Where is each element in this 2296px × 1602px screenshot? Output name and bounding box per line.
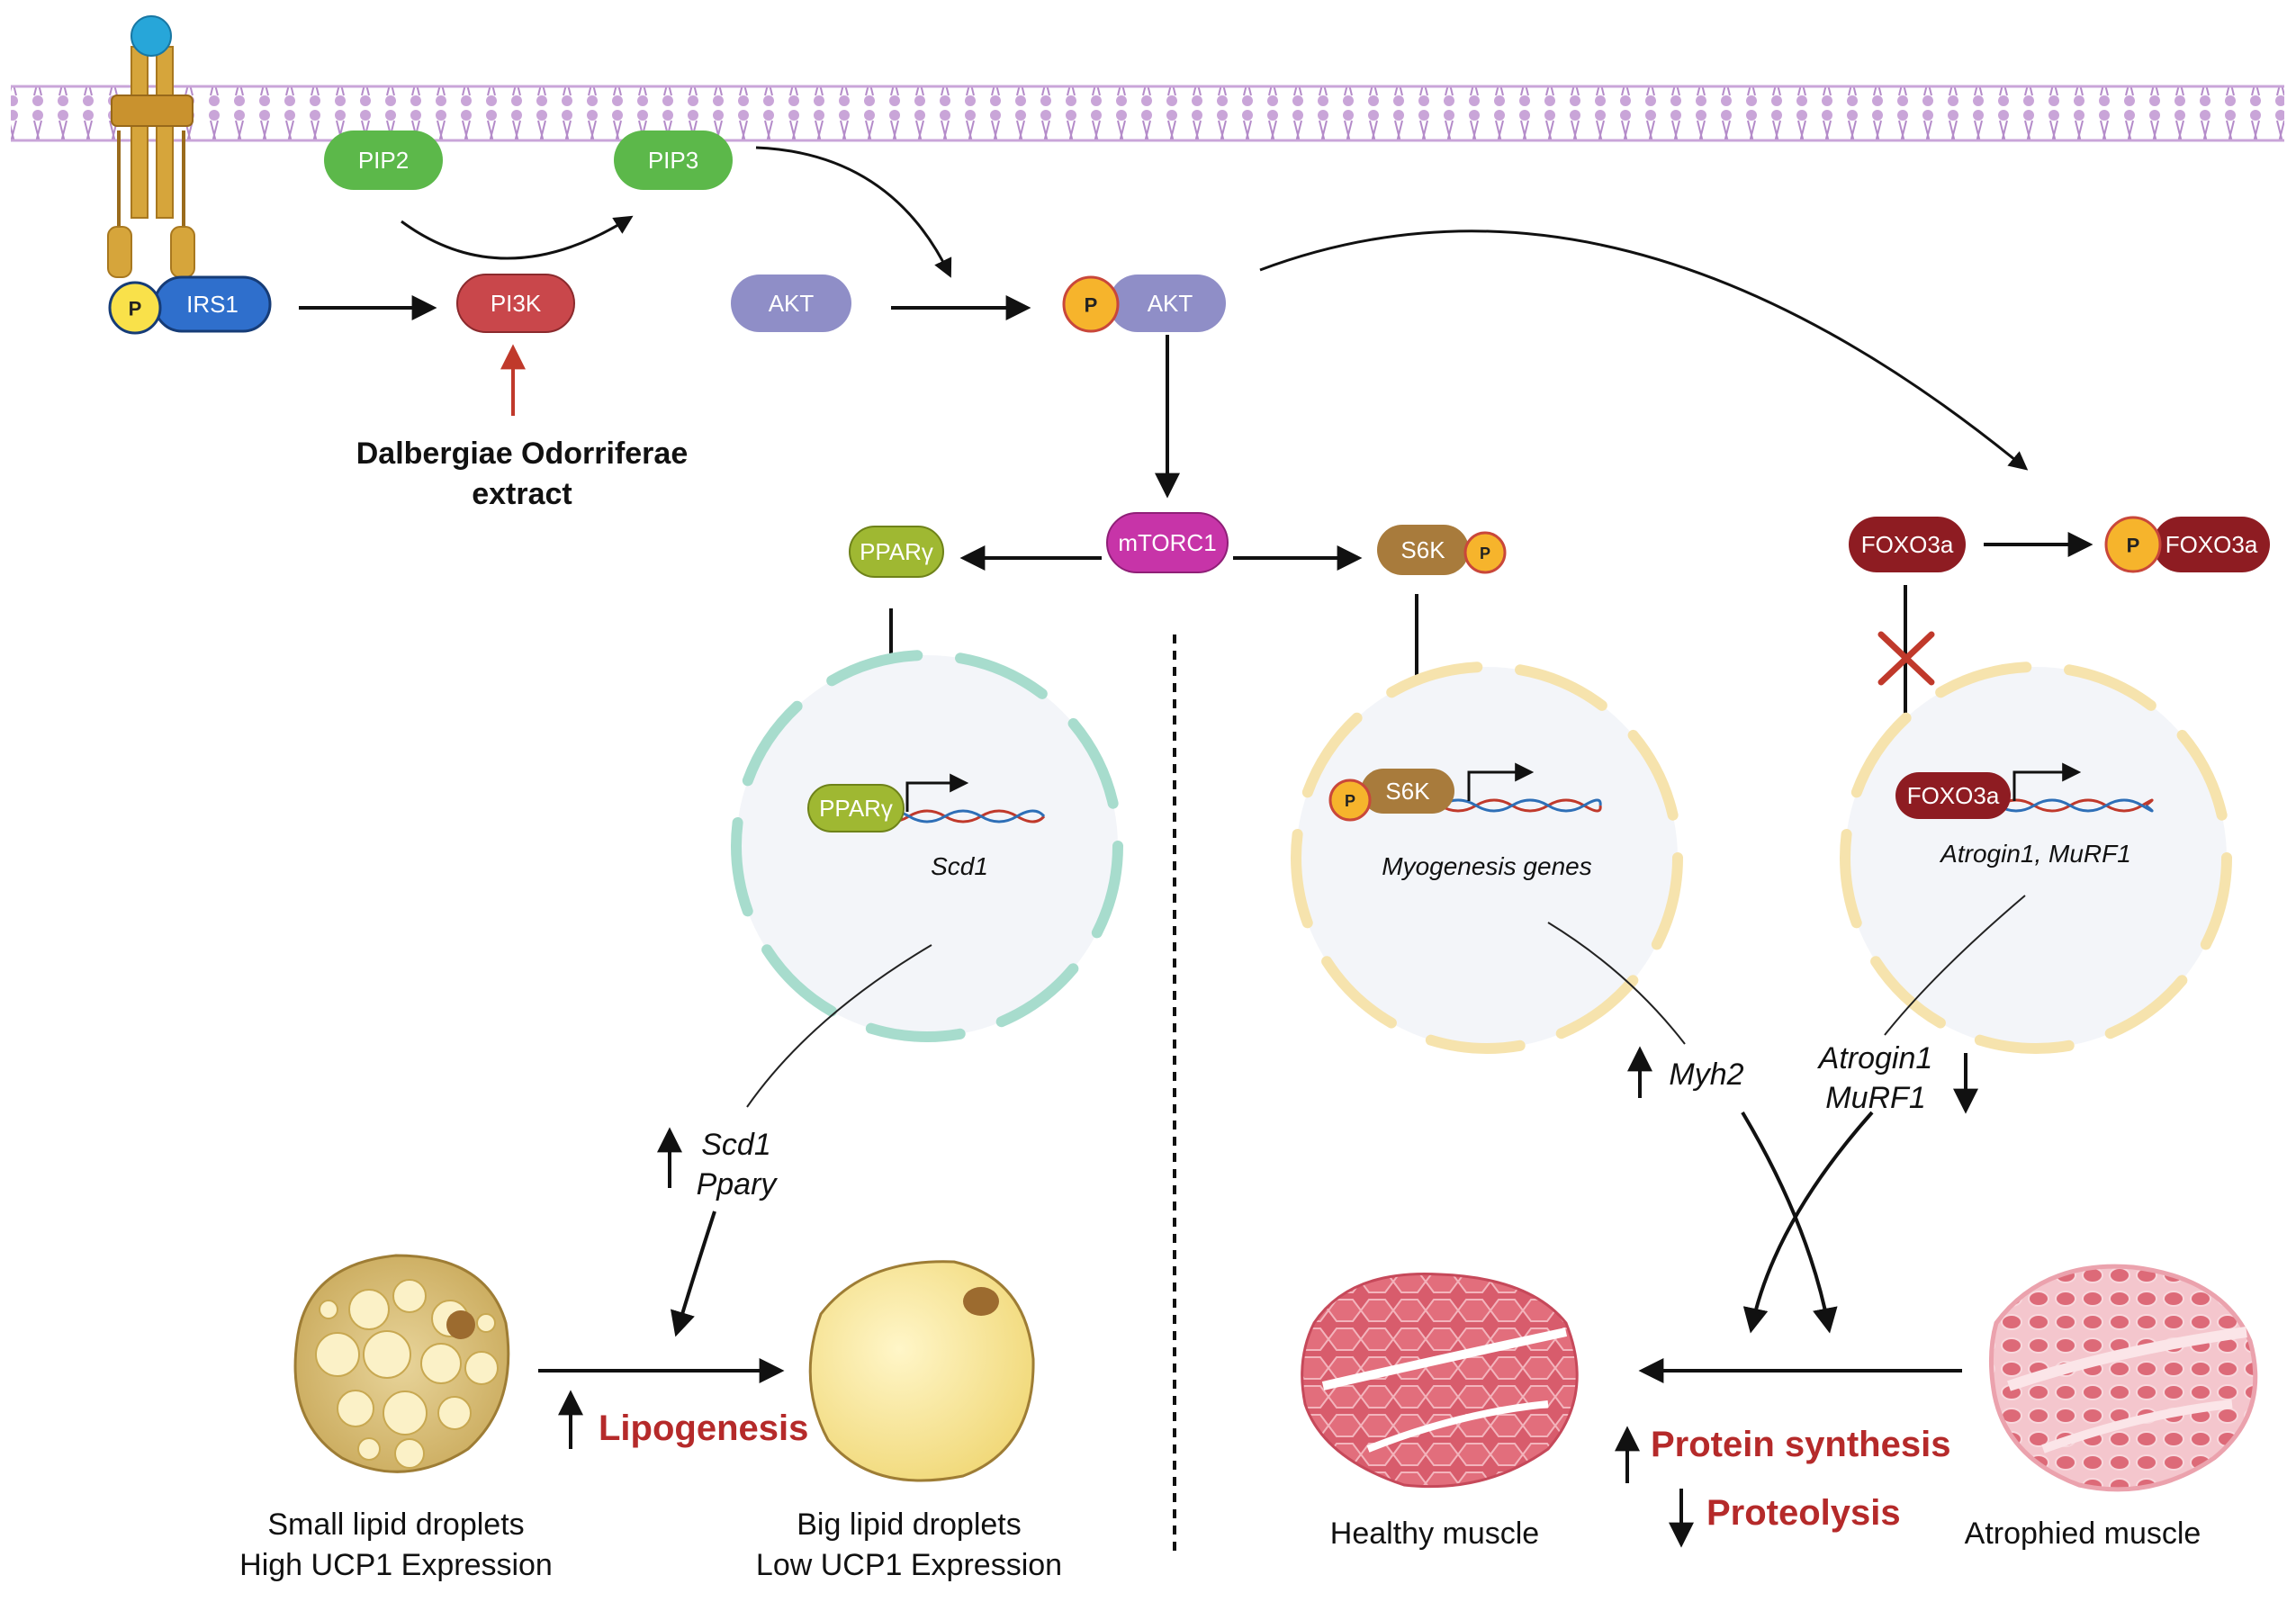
svg-text:AKT: AKT [1148, 290, 1193, 317]
lower-arrows [538, 1111, 1962, 1383]
svg-text:P: P [1085, 294, 1098, 317]
svg-text:PPARγ: PPARγ [819, 795, 893, 822]
small-droplet-caption-2: High UCP1 Expression [239, 1548, 553, 1582]
svg-text:FOXO3a: FOXO3a [2165, 531, 2258, 558]
ppary-node: PPARγ [849, 526, 944, 578]
phospho-akt-node: AKT P [1062, 274, 1226, 333]
svg-text:PIP3: PIP3 [648, 147, 698, 174]
svg-text:Proteolysis: Proteolysis [1706, 1493, 1901, 1533]
svg-text:P: P [2127, 535, 2140, 557]
phospho-foxo3a-node: FOXO3a P [2104, 516, 2270, 573]
myh2-expression: Myh2 [1627, 1046, 1744, 1098]
svg-text:P: P [129, 298, 142, 320]
inhibition-x-icon [1877, 631, 1935, 686]
healthy-muscle [1301, 1272, 1579, 1489]
svg-text:MuRF1: MuRF1 [1825, 1081, 1925, 1115]
protein-synthesis-label: Protein synthesis [1615, 1425, 1950, 1483]
extract-label-line1: Dalbergiae Odorriferae [356, 436, 688, 471]
insulin-receptor [107, 15, 195, 278]
svg-text:Ppary: Ppary [697, 1167, 779, 1202]
svg-text:Scd1: Scd1 [701, 1128, 771, 1162]
pip2-node: PIP2 [324, 130, 443, 190]
nucleus-middle: S6K P Myogenesis genes [1291, 662, 1683, 1054]
pathway-arrows [299, 146, 2093, 769]
svg-text:FOXO3a: FOXO3a [1861, 531, 1954, 558]
irs1-node: IRS1 P [108, 275, 272, 335]
atrophied-muscle-caption: Atrophied muscle [1965, 1516, 2201, 1551]
akt-node: AKT [731, 274, 851, 332]
pip3-node: PIP3 [614, 130, 733, 190]
svg-text:Lipogenesis: Lipogenesis [599, 1408, 808, 1448]
atrophied-muscle [1988, 1264, 2258, 1492]
pi3k-node: PI3K [456, 274, 575, 333]
svg-text:Scd1: Scd1 [931, 852, 988, 880]
small-droplet-caption-1: Small lipid droplets [267, 1508, 524, 1542]
svg-text:FOXO3a: FOXO3a [1907, 782, 2000, 809]
svg-text:Atrogin1, MuRF1: Atrogin1, MuRF1 [1939, 840, 2131, 868]
atrogin-murf-expression: Atrogin1 MuRF1 [1817, 1041, 1978, 1115]
svg-text:S6K: S6K [1385, 778, 1430, 805]
scd1-ppary-expression: Scd1 Ppary [657, 1127, 779, 1202]
big-droplet-caption-1: Big lipid droplets [797, 1508, 1021, 1542]
s6k-node: S6K P [1377, 525, 1507, 575]
foxo3a-node: FOXO3a [1849, 517, 1966, 572]
svg-text:Protein synthesis: Protein synthesis [1651, 1425, 1950, 1464]
extract-label-line2: extract [472, 477, 572, 511]
svg-text:Myh2: Myh2 [1669, 1058, 1743, 1092]
svg-text:mTORC1: mTORC1 [1118, 529, 1216, 556]
svg-text:PI3K: PI3K [491, 290, 542, 317]
nucleus-right: FOXO3a Atrogin1, MuRF1 [1840, 662, 2232, 1054]
svg-text:P: P [1480, 544, 1490, 562]
connector-lines [746, 895, 2026, 1108]
nucleus-left: PPARγ Scd1 [731, 650, 1123, 1042]
lipogenesis-label: Lipogenesis [558, 1390, 808, 1449]
svg-text:PIP2: PIP2 [358, 147, 409, 174]
proteolysis-label: Proteolysis [1669, 1489, 1901, 1548]
big-droplet-caption-2: Low UCP1 Expression [756, 1548, 1062, 1582]
big-lipid-droplet-cell [808, 1260, 1035, 1482]
small-lipid-droplet-cell [293, 1254, 510, 1473]
svg-text:S6K: S6K [1400, 536, 1445, 563]
svg-text:PPARγ: PPARγ [860, 538, 933, 565]
svg-text:Myogenesis genes: Myogenesis genes [1382, 852, 1591, 880]
svg-text:AKT: AKT [769, 290, 815, 317]
svg-text:IRS1: IRS1 [186, 291, 239, 318]
healthy-muscle-caption: Healthy muscle [1330, 1516, 1539, 1551]
svg-text:Atrogin1: Atrogin1 [1817, 1041, 1933, 1076]
svg-text:P: P [1345, 792, 1355, 810]
mtorc1-node: mTORC1 [1106, 512, 1229, 573]
